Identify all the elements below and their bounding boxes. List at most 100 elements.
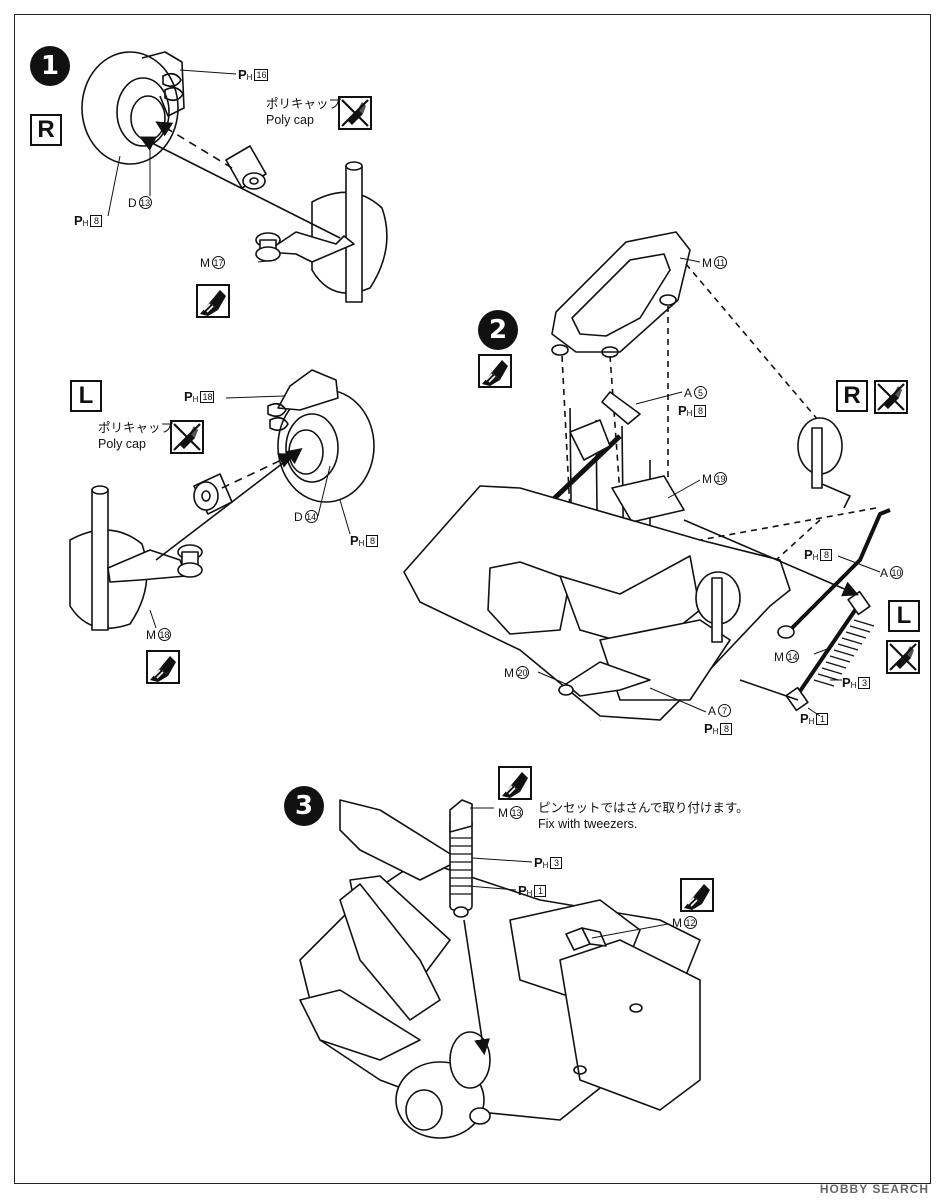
no-cement-icon bbox=[170, 420, 204, 454]
cement-icon bbox=[146, 650, 180, 684]
part-tree-letter: D bbox=[128, 196, 137, 210]
part-tree-letter: P bbox=[678, 403, 687, 418]
part-number: 3 bbox=[858, 677, 871, 689]
side-mark-left: L bbox=[70, 380, 102, 412]
part-tree-sub: H bbox=[712, 727, 719, 736]
part-tree-sub: H bbox=[192, 395, 199, 404]
step-1-number: 1 bbox=[30, 46, 70, 86]
part-tree-letter: P bbox=[518, 883, 527, 898]
part-number: 8 bbox=[90, 215, 103, 227]
part-tree-letter: A bbox=[880, 566, 889, 580]
cement-icon bbox=[498, 766, 532, 800]
part-tree-letter: M bbox=[504, 666, 514, 680]
part-number: 10 bbox=[890, 566, 904, 579]
tweezers-note-en: Fix with tweezers. bbox=[538, 817, 638, 831]
side-mark-left: L bbox=[888, 600, 920, 632]
part-number: 18 bbox=[200, 391, 215, 403]
part-tree-sub: H bbox=[246, 73, 253, 82]
part-number: 7 bbox=[718, 704, 732, 717]
part-number: 8 bbox=[720, 723, 733, 735]
part-number: 8 bbox=[366, 535, 379, 547]
step3-drawing bbox=[299, 799, 701, 1139]
part-tree-letter: M bbox=[498, 806, 508, 820]
no-cement-icon bbox=[874, 380, 908, 414]
part-tree-letter: M bbox=[702, 256, 712, 270]
part-number: 1 bbox=[816, 713, 829, 725]
poly-cap-note-l: ポリキャップ Poly cap bbox=[98, 420, 173, 452]
part-number: 5 bbox=[694, 386, 708, 399]
part-tree-letter: M bbox=[702, 472, 712, 486]
part-tree-letter: M bbox=[672, 916, 682, 930]
side-mark-right: R bbox=[30, 114, 62, 146]
part-tree-letter: D bbox=[294, 510, 303, 524]
part-tree-letter: P bbox=[804, 547, 813, 562]
part-tree-letter: P bbox=[184, 389, 193, 404]
poly-cap-note-en: Poly cap bbox=[266, 113, 314, 127]
part-tree-sub: H bbox=[812, 553, 819, 562]
poly-cap-note-en: Poly cap bbox=[98, 437, 146, 451]
step1-r-drawing bbox=[81, 51, 388, 303]
tweezers-note-jp: ピンセットではさんで取り付けます。 bbox=[538, 801, 749, 815]
part-tree-letter: P bbox=[842, 675, 851, 690]
part-tree-sub: H bbox=[358, 539, 365, 548]
part-number: 11 bbox=[714, 256, 727, 269]
cement-icon bbox=[196, 284, 230, 318]
part-number: 13 bbox=[510, 806, 523, 819]
part-number: 19 bbox=[714, 472, 727, 485]
part-tree-letter: P bbox=[704, 721, 713, 736]
part-tree-letter: M bbox=[200, 256, 210, 270]
step2-drawing bbox=[403, 231, 891, 721]
part-tree-sub: H bbox=[850, 681, 857, 690]
no-cement-icon bbox=[886, 640, 920, 674]
part-number: 18 bbox=[158, 628, 171, 641]
part-tree-letter: A bbox=[708, 704, 717, 718]
part-tree-letter: P bbox=[238, 67, 247, 82]
part-number: 20 bbox=[516, 666, 529, 679]
part-tree-letter: M bbox=[146, 628, 156, 642]
watermark: HOBBY SEARCH bbox=[819, 1182, 929, 1196]
poly-cap-note-jp: ポリキャップ bbox=[98, 421, 174, 435]
part-tree-sub: H bbox=[808, 717, 815, 726]
part-number: 13 bbox=[138, 196, 152, 209]
part-tree-letter: M bbox=[774, 650, 784, 664]
part-tree-letter: P bbox=[800, 711, 809, 726]
poly-cap-note-jp: ポリキャップ bbox=[266, 97, 342, 111]
part-number: 8 bbox=[820, 549, 833, 561]
tweezers-note: ピンセットではさんで取り付けます。 Fix with tweezers. bbox=[538, 800, 749, 832]
part-tree-letter: P bbox=[350, 533, 359, 548]
step-2-number: 2 bbox=[478, 310, 518, 350]
poly-cap-note-r: ポリキャップ Poly cap bbox=[266, 96, 341, 128]
part-number: 8 bbox=[694, 405, 707, 417]
part-number: 1 bbox=[534, 885, 547, 897]
part-number: 12 bbox=[684, 916, 697, 929]
part-tree-letter: A bbox=[684, 386, 693, 400]
cement-icon bbox=[478, 354, 512, 388]
step1-l-drawing bbox=[69, 369, 375, 631]
instruction-sheet bbox=[14, 14, 931, 1184]
part-number: 17 bbox=[212, 256, 225, 269]
part-tree-sub: H bbox=[542, 861, 549, 870]
part-tree-sub: H bbox=[82, 219, 89, 228]
part-number: 16 bbox=[254, 69, 269, 81]
side-mark-right: R bbox=[836, 380, 868, 412]
